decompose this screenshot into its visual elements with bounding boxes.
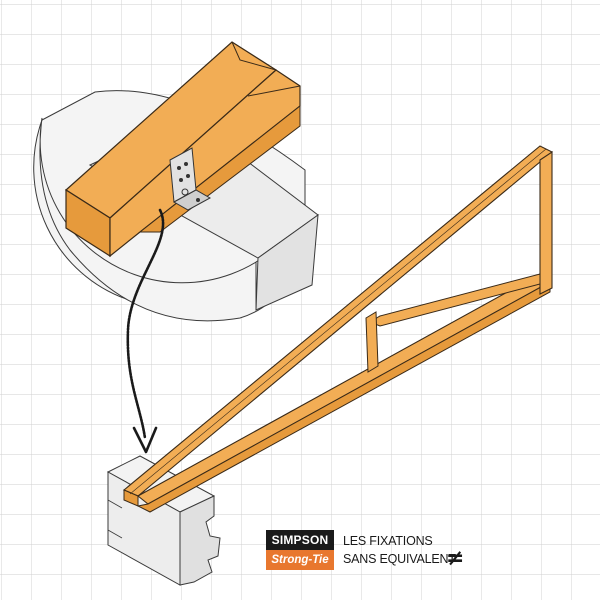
curved-arrow-icon bbox=[126, 208, 165, 454]
angle-bracket-icon bbox=[169, 147, 212, 211]
roof-truss bbox=[122, 145, 553, 513]
simpson-strong-tie-logo: SIMPSON Strong-Tie bbox=[266, 530, 334, 570]
tagline: LES FIXATIONS SANS EQUIVALENT bbox=[343, 532, 456, 568]
logo-simpson: SIMPSON bbox=[266, 530, 334, 550]
tagline-line1: LES FIXATIONS bbox=[343, 534, 433, 548]
tagline-line2: SANS EQUIVALENT bbox=[343, 552, 456, 566]
truss-end-post bbox=[539, 150, 553, 295]
truss-vertical-web bbox=[365, 311, 379, 373]
not-equal-icon: ≠ bbox=[446, 546, 465, 571]
logo-strong-tie: Strong-Tie bbox=[266, 550, 334, 570]
detail-zoom bbox=[33, 41, 319, 322]
truss-diagonal bbox=[368, 273, 541, 327]
